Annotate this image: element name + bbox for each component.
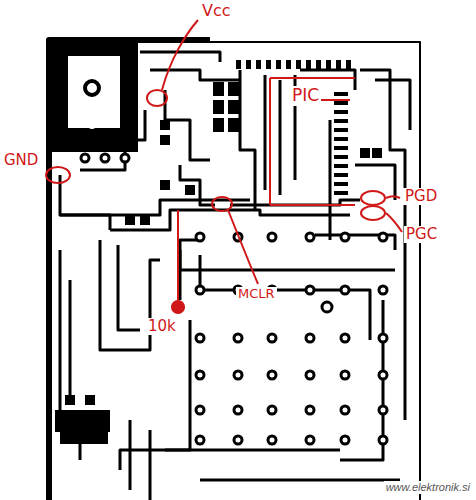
ic-pin [316,60,321,69]
ic-pin [334,164,348,168]
ic-pin [286,60,291,69]
ic-pin [334,191,348,195]
pcb-pad [379,334,387,342]
watermark: www.elektronik.si [384,481,472,494]
pcb-pad [81,154,89,162]
ic-pin [334,101,348,105]
pcb-pad [268,406,276,414]
pcb-pad [341,436,349,444]
ic-pin [334,110,348,114]
ic-pin [336,60,341,69]
pcb-pad [306,286,314,294]
pcb-pad [306,233,314,241]
pcb-pad [234,436,242,444]
ic-pin [334,137,348,141]
signal-label: PIC [290,86,321,106]
pcb-pad [306,371,314,379]
pcb-pad [379,406,387,414]
pcb-pad [234,371,242,379]
signal-label: GND [2,152,40,169]
ic-pin [334,128,348,132]
signal-label: 10k [146,318,178,335]
pcb-pad [341,406,349,414]
ic-pin [346,60,351,69]
ic-pin [334,119,348,123]
ic-pin [334,182,348,186]
pcb-pad [379,371,387,379]
pcb-pad [268,233,276,241]
pcb-pad [306,406,314,414]
pcb-pad [322,302,332,312]
pcb-pad [234,406,242,414]
pad-array [81,60,387,444]
ic-pin [296,60,301,69]
pcb-pad [379,233,387,241]
ic-pin [266,60,271,69]
signal-label: Vcc [200,2,233,20]
pcb-pad [341,371,349,379]
pcb-pad [379,286,387,294]
ic-pin [334,173,348,177]
ic-pin [256,60,261,69]
pcb-pad [341,286,349,294]
pcb-pad [196,436,204,444]
pcb-pad [196,286,204,294]
pcb-pad [268,371,276,379]
pcb-pad [121,154,129,162]
ic-pin [334,155,348,159]
pcb-pad [196,406,204,414]
pcb-pad [268,334,276,342]
pcb-pad [196,233,204,241]
pcb-pad [306,436,314,444]
pcb-pad [268,436,276,444]
pcb-pad [101,154,109,162]
pcb-pad [306,334,314,342]
ic-pin [326,60,331,69]
ic-pin [306,60,311,69]
pcb-pad [341,334,349,342]
signal-label: PGC [404,226,439,243]
ic-pin [276,60,281,69]
pcb-pad [379,436,387,444]
pcb-pad [234,334,242,342]
pcb-pad [341,233,349,241]
ic-pin [334,146,348,150]
pcb-pad [196,371,204,379]
ic-pin [246,60,251,69]
ic-pin [236,60,241,69]
signal-label: PGD [403,188,439,205]
ic-pin [334,92,348,96]
pcb-pad [196,334,204,342]
signal-label: MCLR [236,287,277,302]
